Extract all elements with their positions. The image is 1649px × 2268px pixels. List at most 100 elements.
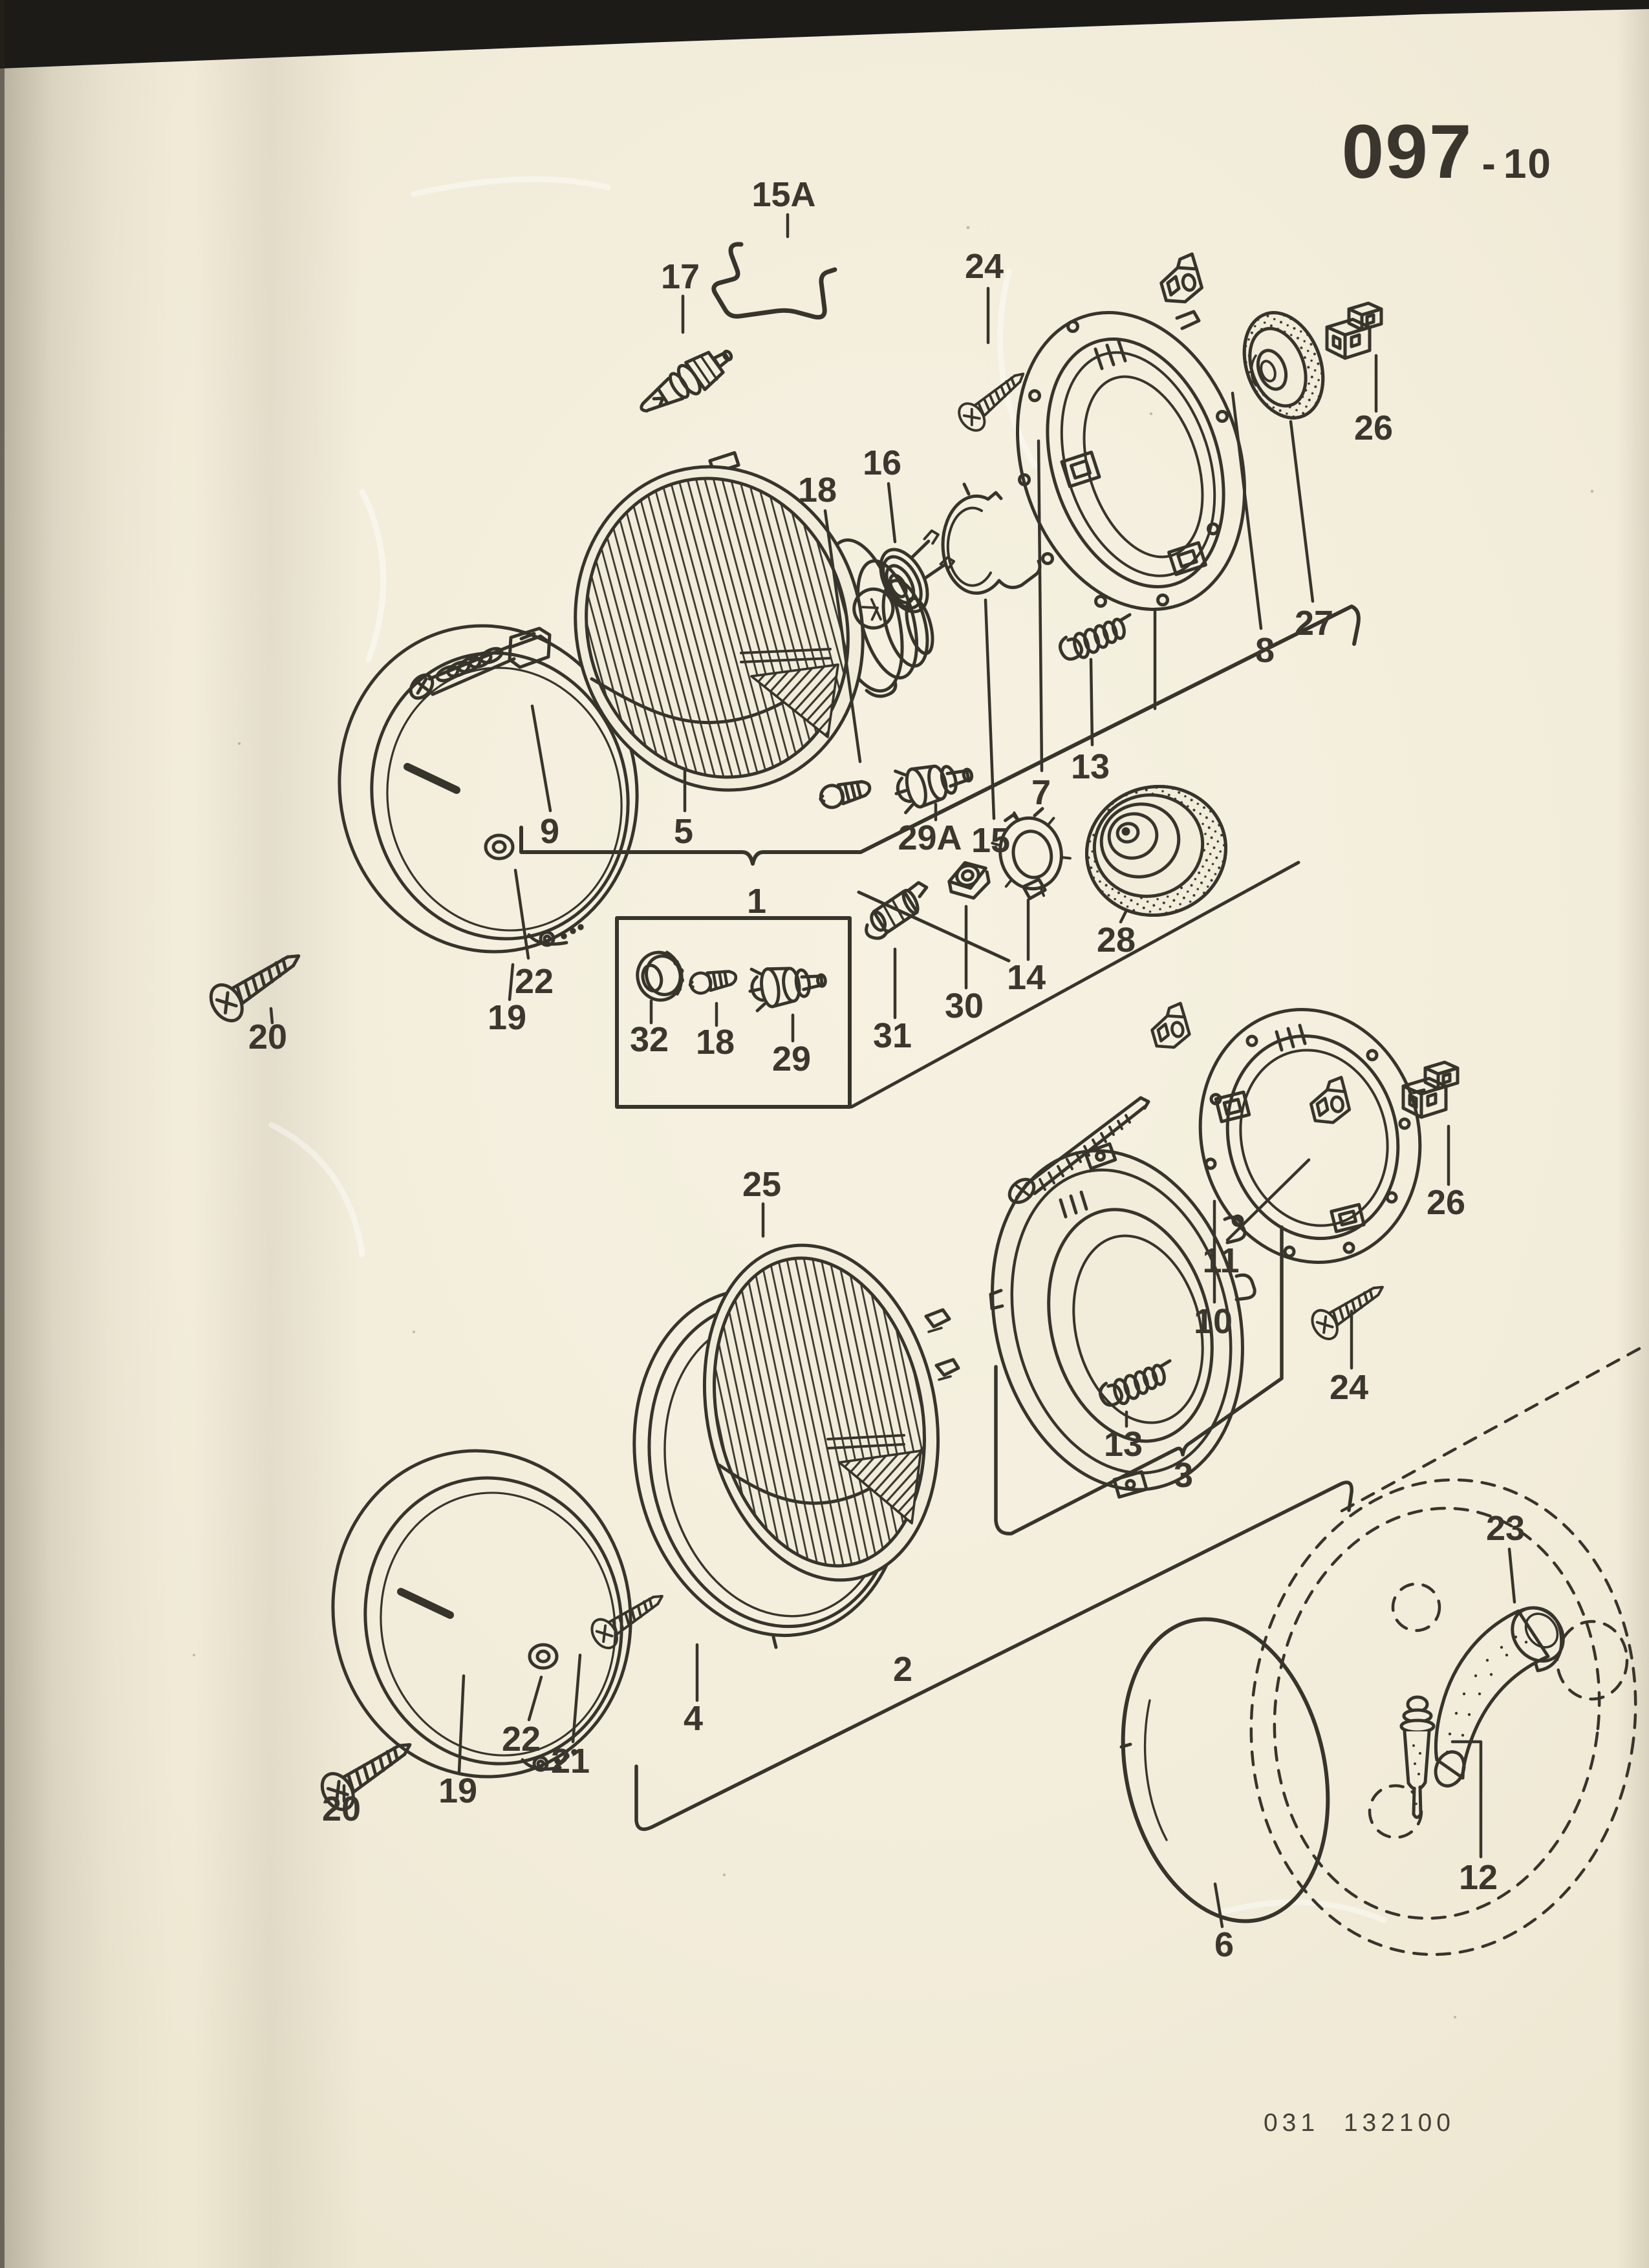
page-gutter-shadow	[0, 0, 175, 2268]
leader-line-9	[530, 704, 552, 813]
part-label-29: 29	[772, 1040, 811, 1078]
leader-line-19-low	[457, 1674, 466, 1773]
part-label-20-low: 20	[322, 1790, 361, 1828]
leader-line-23	[1507, 1547, 1516, 1604]
scan-specks	[193, 226, 1594, 2018]
part-bulb-upper-18	[818, 776, 872, 810]
part-wire-clip-15a	[711, 242, 837, 320]
part-clip-nut-upper-7	[1157, 253, 1204, 306]
part-label-29a: 29A	[898, 818, 962, 857]
part-label-27: 27	[1295, 604, 1333, 643]
phantom-headlamp-outline	[1249, 1347, 1641, 1956]
part-label-15a: 15A	[751, 175, 815, 214]
part-screw-upper-20	[204, 939, 309, 1026]
part-retaining-ring-14	[991, 807, 1072, 901]
part-valve-stem-12	[1399, 1695, 1436, 1819]
part-label-1: 1	[747, 882, 766, 921]
part-label-19-low: 19	[438, 1771, 477, 1810]
part-label-24-top: 24	[965, 247, 1004, 286]
part-label-32: 32	[630, 1020, 669, 1059]
part-label-2: 2	[893, 1650, 912, 1689]
leader-line-22-top	[513, 868, 530, 960]
leader-line-7	[1037, 439, 1044, 773]
leader-line-22-low	[527, 1675, 543, 1722]
part-label-16: 16	[863, 444, 901, 482]
part-label-23: 23	[1486, 1509, 1525, 1548]
leader-line-15	[984, 598, 996, 820]
part-sealed-beam-25	[702, 1243, 960, 1582]
part-label-30: 30	[945, 987, 984, 1025]
part-cover-lens-6	[1119, 1617, 1330, 1923]
part-nut-30	[947, 861, 991, 900]
part-mounting-ring-lower-10	[1198, 1008, 1426, 1264]
part-sealed-beam-disc-28	[1085, 784, 1227, 917]
part-label-25: 25	[742, 1165, 781, 1204]
plate-number-footer: 031 132100	[1263, 2109, 1455, 2137]
part-adjusting-screw-9	[409, 626, 552, 700]
bracket-part-12	[1450, 1740, 1483, 1859]
subpage-number: 10	[1503, 140, 1552, 187]
part-label-7: 7	[1031, 773, 1051, 812]
leader-line-28	[1119, 908, 1128, 924]
part-bowl-housing-lower	[989, 1142, 1256, 1499]
leader-line-13-top	[1089, 658, 1094, 747]
section-separator: -	[1482, 140, 1497, 187]
part-label-26-low: 26	[1427, 1183, 1465, 1222]
part-washer-lower-22	[530, 1645, 557, 1668]
part-clip-nut-lower-a	[1148, 1003, 1191, 1051]
part-bulb-holder-31	[865, 881, 929, 940]
leader-line-21	[571, 1653, 582, 1744]
part-label-21: 21	[551, 1742, 590, 1781]
bracket-assembly-2	[634, 1481, 1353, 1832]
part-label-26-top: 26	[1354, 409, 1393, 447]
part-retaining-ring-15	[941, 482, 1042, 595]
part-label-13-low: 13	[1104, 1425, 1143, 1464]
part-bulb-16	[852, 529, 956, 630]
part-label-4: 4	[684, 1699, 703, 1738]
part-adjuster-wheel-27	[1242, 311, 1325, 420]
part-grommet-32	[636, 950, 684, 1002]
part-label-3: 3	[1174, 1456, 1193, 1495]
part-washer-upper-22	[486, 835, 513, 859]
part-connector-upper-26	[1327, 303, 1381, 358]
part-adjusting-screw-lower	[1008, 1096, 1150, 1204]
part-label-20-top: 20	[248, 1018, 287, 1056]
part-label-12: 12	[1459, 1858, 1498, 1897]
part-label-22-top: 22	[515, 962, 554, 1001]
part-socket-box-29	[747, 959, 828, 1011]
bracket-assembly-3	[994, 1225, 1284, 1535]
part-bulb-box-18	[688, 967, 737, 995]
part-clip-nut-11	[1308, 1077, 1352, 1126]
leader-line-11	[1225, 1158, 1311, 1242]
leader-line-16	[887, 482, 897, 544]
part-halogen-bulb-17	[640, 349, 733, 413]
part-label-24-low: 24	[1330, 1368, 1368, 1407]
leader-line-8	[1231, 391, 1263, 630]
part-label-8: 8	[1255, 631, 1275, 670]
part-socket-29a	[891, 753, 976, 813]
part-label-10: 10	[1194, 1302, 1233, 1341]
leader-line-20-top	[269, 1007, 274, 1025]
page-crease-shadow	[194, 0, 362, 2268]
part-screw-lower-24	[1307, 1274, 1390, 1343]
section-code: 097	[1341, 109, 1473, 195]
leader-line-18-top	[823, 509, 862, 764]
part-headlight-insert-5	[574, 451, 934, 792]
part-mounting-ring-upper-8	[1015, 310, 1247, 711]
leader-line-19-top	[508, 963, 515, 1001]
part-label-28: 28	[1097, 921, 1136, 959]
part-spring-upper-13	[1057, 615, 1137, 663]
part-label-11: 11	[1202, 1241, 1239, 1280]
part-washer-nozzle-23	[1434, 1606, 1565, 1788]
part-label-18-box: 18	[696, 1023, 735, 1062]
book-binding-edge	[0, 0, 5, 2268]
page-edge-shadow	[1617, 0, 1649, 2268]
part-label-22-low: 22	[502, 1720, 541, 1759]
leader-line-27	[1289, 420, 1315, 603]
leader-line-6	[1213, 1882, 1224, 1929]
small-parts-box	[615, 916, 852, 1109]
part-label-15: 15	[971, 821, 1010, 860]
